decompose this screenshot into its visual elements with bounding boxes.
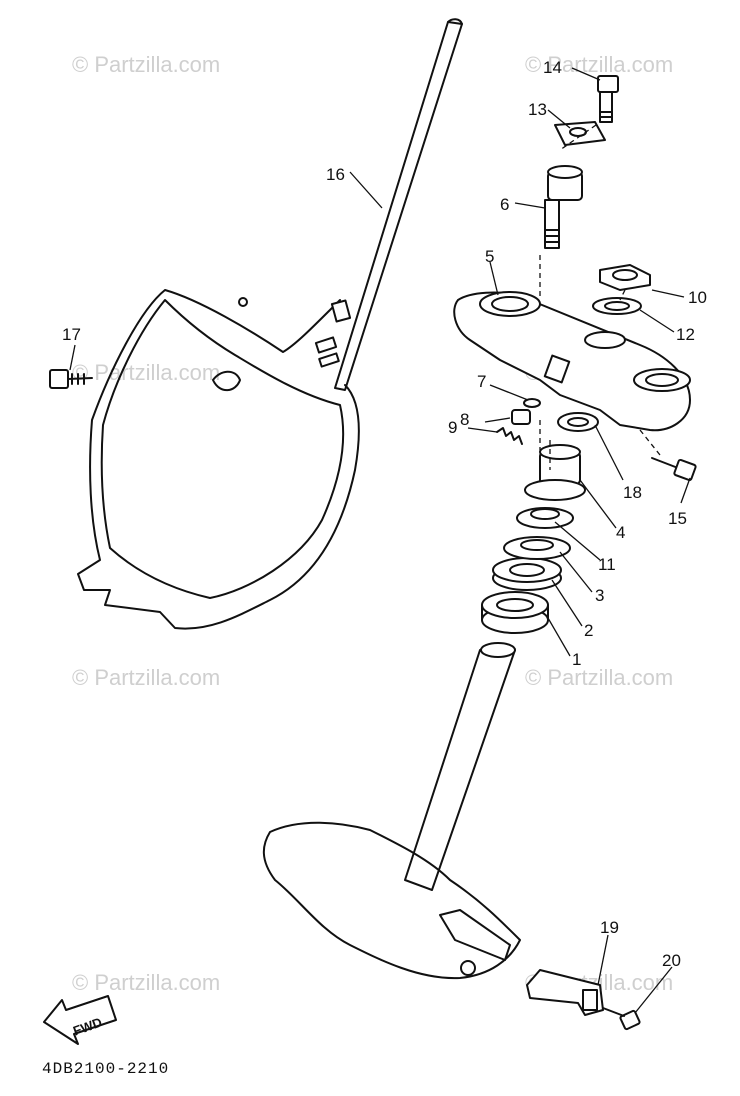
bolt-20 <box>602 1007 641 1031</box>
number-plate <box>77 18 463 630</box>
washer-12 <box>592 297 642 315</box>
callout-label: 5 <box>485 247 494 266</box>
assembly-lines <box>539 124 661 470</box>
ring-nut-11 <box>516 507 574 529</box>
upper-bracket-5 <box>453 291 691 432</box>
fwd-arrow-icon: FWD <box>43 995 117 1045</box>
washer-7 <box>523 398 541 408</box>
washer-18 <box>557 412 599 432</box>
callout-label: 1 <box>572 650 581 669</box>
spring-9 <box>496 427 523 445</box>
bracket-19 <box>526 969 604 1016</box>
callout-label: 19 <box>600 918 619 937</box>
callout-label: 15 <box>668 509 687 528</box>
clamp-13 <box>554 121 606 146</box>
callout-label: 4 <box>616 523 625 542</box>
callout-label: 9 <box>448 418 457 437</box>
watermark: © Partzilla.com <box>72 360 220 385</box>
bearing-1 <box>481 591 549 634</box>
callout-label: 3 <box>595 586 604 605</box>
watermark: © Partzilla.com <box>72 665 220 690</box>
callout-label: 20 <box>662 951 681 970</box>
bearing-3 <box>503 536 571 560</box>
watermark: © Partzilla.com <box>72 52 220 77</box>
callout-label: 17 <box>62 325 81 344</box>
leader-lines <box>69 67 691 1014</box>
callout-label: 6 <box>500 195 509 214</box>
callout-label: 8 <box>460 410 469 429</box>
watermark: © Partzilla.com <box>72 970 220 995</box>
nut-8 <box>511 409 531 425</box>
callout-label: 12 <box>676 325 695 344</box>
callout-label: 16 <box>326 165 345 184</box>
diagram-code: 4DB2100-2210 <box>42 1060 169 1078</box>
callout-label: 18 <box>623 483 642 502</box>
callout-label: 10 <box>688 288 707 307</box>
callout-label: 11 <box>598 555 616 574</box>
watermark: © Partzilla.com <box>525 665 673 690</box>
callout-label: 7 <box>477 372 486 391</box>
callout-labels: 1 2 3 4 5 6 7 8 9 10 11 12 13 14 15 16 1… <box>62 58 707 970</box>
bolt-15 <box>651 457 697 482</box>
bolt-17 <box>49 369 93 389</box>
callout-label: 2 <box>584 621 593 640</box>
callout-label: 14 <box>543 58 562 77</box>
steering-stem <box>262 642 521 980</box>
watermarks: © Partzilla.com © Partzilla.com © Partzi… <box>72 52 673 995</box>
nut-10 <box>599 264 651 291</box>
ring-nut-4 <box>524 444 586 501</box>
bearing-2 <box>492 557 562 591</box>
holder-6 <box>544 165 583 249</box>
bolt-14 <box>597 75 619 123</box>
watermark: © Partzilla.com <box>525 52 673 77</box>
callout-label: 13 <box>528 100 547 119</box>
